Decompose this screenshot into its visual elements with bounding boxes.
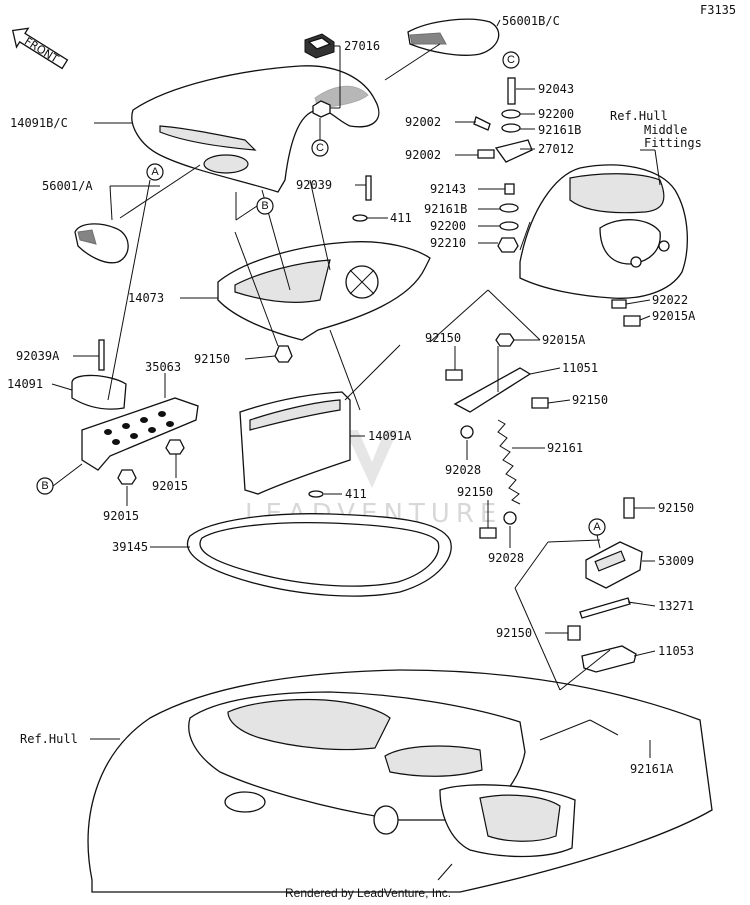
cover-14091a [239, 391, 351, 495]
label-92015a-c: 92015A [542, 333, 586, 347]
label-92161b-top: 92161B [538, 123, 581, 137]
label-11053: 11053 [658, 644, 694, 658]
page-code: F3135 [700, 3, 736, 17]
label-ref-hull-middle-3: Fittings [644, 136, 702, 150]
label-92143: 92143 [430, 182, 466, 196]
label-92161a: 92161A [630, 762, 674, 776]
tray-14073 [217, 241, 431, 341]
label-35063: 35063 [145, 360, 181, 374]
label-92150-c2: 92150 [572, 393, 608, 407]
label-39145: 39145 [112, 540, 148, 554]
bracket-35063 [71, 374, 199, 471]
footer-credit: Rendered by LeadVenture, Inc. [285, 886, 451, 900]
watermark-logo-icon [345, 430, 398, 488]
knob-27016 [304, 33, 335, 118]
label-92150-c4: 92150 [496, 626, 532, 640]
label-27012: 27012 [538, 142, 574, 156]
label-ref-hull-middle-1: Ref.Hull [610, 109, 668, 123]
handle-56001bc [407, 18, 500, 56]
label-56001a: 56001/A [42, 179, 93, 193]
label-14091a: 14091A [368, 429, 412, 443]
label-53009: 53009 [658, 554, 694, 568]
label-92039: 92039 [296, 178, 332, 192]
callout-a-right: A [588, 518, 606, 536]
label-92161b-mid: 92161B [424, 202, 467, 216]
label-92200-top: 92200 [538, 107, 574, 121]
label-56001bc: 56001B/C [502, 14, 560, 28]
label-92039a: 92039A [16, 349, 60, 363]
label-92043: 92043 [538, 82, 574, 96]
svg-text:B: B [41, 480, 48, 492]
svg-text:A: A [151, 166, 159, 178]
label-92210: 92210 [430, 236, 466, 250]
callout-b-left: B [36, 477, 54, 495]
label-ref-hull: Ref.Hull [20, 732, 78, 746]
label-11051: 11051 [562, 361, 598, 375]
svg-text:B: B [261, 200, 268, 212]
spring-92161 [497, 419, 521, 505]
front-label: FRONT [22, 35, 61, 66]
callout-c-top: C [311, 139, 329, 157]
gasket-39145 [186, 513, 452, 597]
label-411-top: 411 [390, 211, 412, 225]
callout-c-right: C [502, 51, 520, 69]
label-92150-c1: 92150 [425, 331, 461, 345]
label-92150-r: 92150 [658, 501, 694, 515]
hull-middle-fittings [519, 164, 688, 299]
svg-text:A: A [593, 521, 601, 533]
label-14091bc: 14091B/C [10, 116, 68, 130]
label-ref-hull-middle-2: Middle [644, 123, 687, 137]
label-92015-a: 92015 [152, 479, 188, 493]
label-92161: 92161 [547, 441, 583, 455]
label-92015a-r: 92015A [652, 309, 696, 323]
label-92022: 92022 [652, 293, 688, 307]
label-92150-l: 92150 [194, 352, 230, 366]
label-92028-a: 92028 [445, 463, 481, 477]
front-arrow-icon: FRONT [11, 27, 69, 70]
label-92002-a: 92002 [405, 115, 441, 129]
label-13271: 13271 [658, 599, 694, 613]
label-14073: 14073 [128, 291, 164, 305]
label-92028-b: 92028 [488, 551, 524, 565]
bracket-11051 [453, 346, 532, 413]
label-92002-b: 92002 [405, 148, 441, 162]
latch-assembly [579, 541, 643, 673]
callout-b-top: B [256, 197, 274, 215]
callout-a-top: A [146, 163, 164, 181]
svg-text:C: C [316, 142, 324, 154]
label-92015-b: 92015 [103, 509, 139, 523]
label-14091: 14091 [7, 377, 43, 391]
svg-text:C: C [507, 54, 515, 66]
label-92150-c3: 92150 [457, 485, 493, 499]
label-27016: 27016 [344, 39, 380, 53]
label-92200-mid: 92200 [430, 219, 466, 233]
hardware [98, 77, 641, 641]
hull [87, 669, 713, 893]
seat-cover-14091bc [131, 65, 380, 193]
label-411-bot: 411 [345, 487, 367, 501]
handle-56001a [74, 223, 129, 264]
leader-lines [51, 19, 661, 881]
